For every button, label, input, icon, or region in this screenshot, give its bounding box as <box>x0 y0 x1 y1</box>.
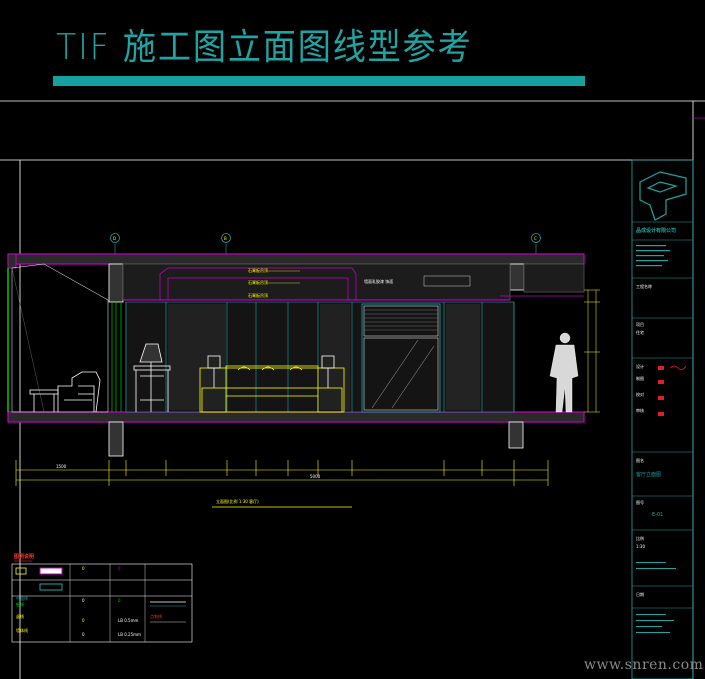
tb-label-0: 工程名称 <box>636 283 652 289</box>
curtain-panels <box>111 302 127 412</box>
svg-text:0: 0 <box>118 566 121 571</box>
svg-text:0: 0 <box>82 598 85 603</box>
svg-text:点划线: 点划线 <box>150 613 162 619</box>
title-underline-bar <box>53 76 585 86</box>
svg-text:虚线: 虚线 <box>16 613 24 619</box>
svg-text:0: 0 <box>118 598 121 603</box>
tb-label-6: 图名 <box>636 457 644 463</box>
company-name: 品成设计有限公司 <box>636 227 676 234</box>
tb-label-2: 设计 <box>636 363 644 369</box>
floor-lamp <box>133 343 171 412</box>
tb-label-7: 图号 <box>636 499 644 505</box>
svg-text:D: D <box>113 236 116 241</box>
tb-label-8: 比例 <box>636 535 644 541</box>
svg-text:0: 0 <box>82 632 85 637</box>
ceiling-slab <box>7 253 585 265</box>
grid-marker-c <box>531 233 541 243</box>
tb-label-3: 制图 <box>636 375 644 381</box>
wall-texture <box>168 304 480 410</box>
wall-note: 墙面乳胶漆 饰面 <box>364 278 393 284</box>
svg-text:LB 0.5mm: LB 0.5mm <box>118 618 139 623</box>
human-figure <box>549 332 579 413</box>
glass-door <box>361 303 441 413</box>
tb-value-1: 住宅 <box>636 329 644 335</box>
elevation-drawing: 石膏板吊顶 石膏板吊顶 石膏板吊顶 墙面乳胶漆 饰面 <box>7 253 600 508</box>
watermark: www.snren.com <box>584 657 704 673</box>
grid-marker-d <box>110 233 120 243</box>
legend-title: 图例说明 <box>14 553 34 560</box>
tb-small-notes <box>636 562 676 633</box>
table-lamps <box>207 355 335 388</box>
dim-total: 5000 <box>310 474 321 479</box>
company-logo-icon <box>639 171 687 221</box>
title-block: 品成设计有限公司 工程名称 项目 住宅 设计 制图 校对 <box>631 159 694 679</box>
signature-marks <box>658 365 687 416</box>
svg-text:细线: 细线 <box>16 601 24 607</box>
company-info <box>636 245 670 267</box>
svg-text:LB 0.25mm: LB 0.25mm <box>118 632 141 637</box>
grid-marker-b <box>221 233 231 243</box>
page-title: TIF 施工图立面图线型参考 <box>56 27 473 68</box>
svg-text:C: C <box>534 236 537 241</box>
bottom-dimensions <box>15 460 549 486</box>
svg-text:B: B <box>224 236 227 241</box>
column-left <box>108 421 124 457</box>
svg-text:0: 0 <box>82 566 85 571</box>
line-type-legend: 图例说明 中粗线 细线 虚线 墙体线 0 0 0 0 0 0 LB 0.5mm … <box>11 553 193 643</box>
grid-markers: D B C <box>110 233 541 255</box>
column-right <box>508 421 524 449</box>
svg-text:墙体线: 墙体线 <box>16 627 28 633</box>
tb-value-6: 客厅立面图 <box>636 471 661 478</box>
ceiling-label-1: 石膏板吊顶 <box>248 267 268 273</box>
svg-text:0: 0 <box>82 618 85 623</box>
dim-left: 1500 <box>56 464 67 469</box>
tb-value-8: 1:30 <box>636 544 645 549</box>
tb-label-9: 日期 <box>636 591 644 597</box>
tb-label-1: 项目 <box>636 321 644 327</box>
tb-label-5: 审核 <box>636 407 644 413</box>
right-dimensions <box>584 289 600 413</box>
elevation-caption: 立面图(比例 1:30 客厅) <box>216 498 259 504</box>
ceiling-detail <box>122 263 585 301</box>
svg-text:中粗线: 中粗线 <box>16 595 28 601</box>
tb-label-4: 校对 <box>636 391 644 397</box>
ceiling-label-2: 石膏板吊顶 <box>248 279 268 285</box>
ceiling-label-3: 石膏板吊顶 <box>248 292 268 298</box>
floor-slab <box>7 411 585 423</box>
left-chairs <box>29 371 101 413</box>
tb-value-7: E-01 <box>652 512 663 518</box>
